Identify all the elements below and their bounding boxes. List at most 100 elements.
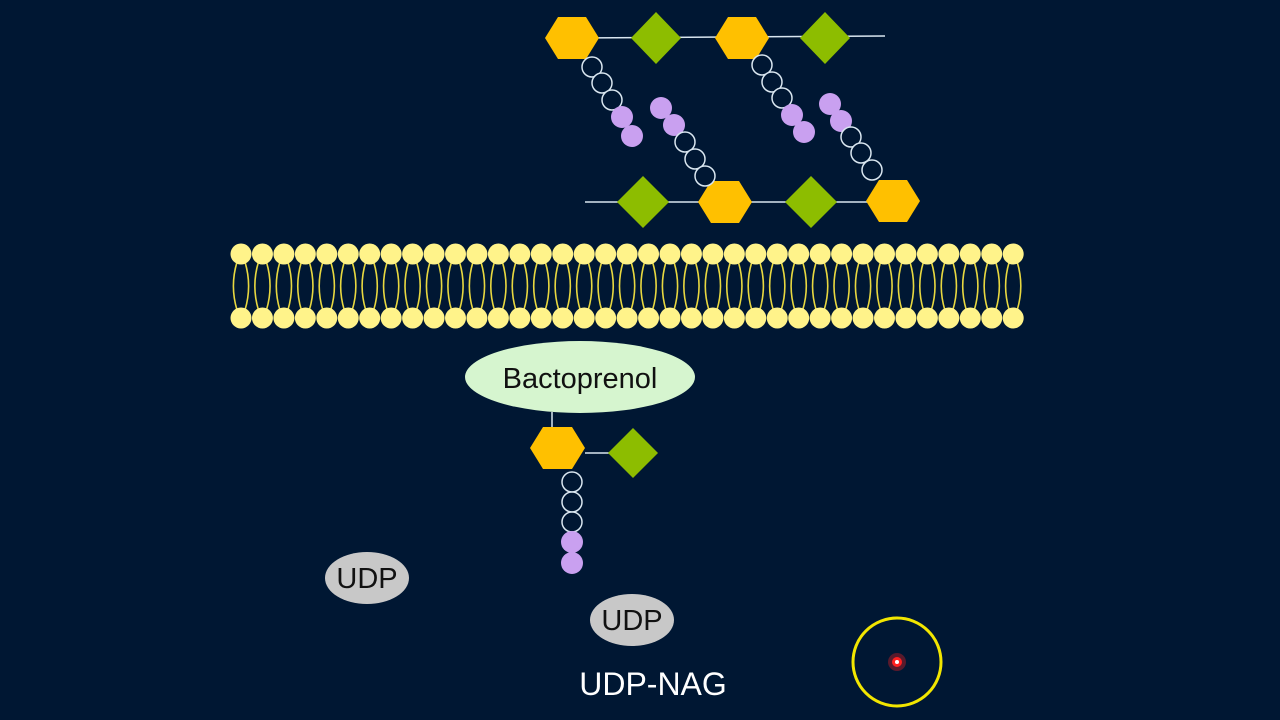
lipid-head <box>638 307 660 329</box>
lipid-tail <box>737 261 743 311</box>
lipid-tail <box>415 261 421 311</box>
lipid-tail <box>404 261 410 311</box>
udp-center-label: UDP <box>601 605 662 637</box>
bottom-glycan-strand <box>585 176 920 228</box>
lipid-tail <box>919 261 925 311</box>
lipid-head <box>702 307 724 329</box>
lipid-head <box>359 307 381 329</box>
lipid-tail <box>544 261 550 311</box>
nag-diamond <box>617 176 669 228</box>
bactoprenol-carrier: Bactoprenol <box>465 341 695 428</box>
top-glycan-strand <box>545 12 886 64</box>
lipid-tail <box>425 261 431 311</box>
nag-diamond <box>785 176 837 228</box>
lipid-tail <box>458 261 464 311</box>
bactoprenol-label: Bactoprenol <box>503 363 658 395</box>
lipid-tail <box>683 261 689 311</box>
lipid-tail <box>618 261 624 311</box>
lipid-head <box>766 243 788 265</box>
lipid-tail <box>704 261 710 311</box>
lipid-head <box>423 307 445 329</box>
peptide-chain <box>650 97 716 187</box>
lipid-tail <box>394 261 400 311</box>
bactoprenol-bound-monomer <box>530 427 658 574</box>
lipid-tail <box>447 261 453 311</box>
lipid-tail <box>554 261 560 311</box>
lipid-head <box>981 243 1003 265</box>
lipid-head <box>831 243 853 265</box>
lipid-tail <box>608 261 615 311</box>
nag-diamond <box>608 428 658 478</box>
lipid-tail <box>630 261 636 311</box>
lipid-head <box>916 307 938 329</box>
lipid-head <box>423 243 445 265</box>
peptide-chain <box>819 93 883 181</box>
lipid-tail <box>811 261 817 311</box>
lipid-tail <box>490 261 496 311</box>
lipid-head <box>530 243 552 265</box>
lipid-tail <box>780 261 786 311</box>
lipid-head <box>402 307 424 329</box>
lipid-head <box>1002 307 1024 329</box>
lipid-head <box>230 243 252 265</box>
lipid-head <box>294 243 316 265</box>
lipid-tail <box>716 261 722 311</box>
lipid-tail <box>501 261 507 311</box>
lipid-head <box>445 243 466 265</box>
lipid-head <box>595 243 617 265</box>
lipid-head <box>938 307 960 329</box>
bactoprenol-ellipse <box>465 341 695 413</box>
lipid-tail <box>587 261 593 311</box>
peptide-chain <box>751 54 815 143</box>
lipid-head <box>659 307 681 329</box>
lipid-head <box>766 307 788 329</box>
lipid-tail <box>952 261 958 311</box>
lipid-tail <box>833 261 839 311</box>
lipid-head <box>230 307 252 329</box>
lipid-tail <box>973 261 979 311</box>
lipid-head <box>316 243 338 265</box>
lipid-head <box>380 243 402 265</box>
lipid-tail <box>468 261 474 311</box>
lipid-tail <box>308 261 314 311</box>
lipid-tail <box>866 261 872 311</box>
lipid-tail <box>532 261 539 311</box>
lipid-head <box>552 243 574 265</box>
lipid-head <box>895 243 917 265</box>
udp-center: UDP <box>590 594 674 646</box>
nam-hexagon <box>530 427 585 469</box>
nag-diamond <box>800 12 850 64</box>
lipid-head <box>530 307 552 329</box>
lipid-tail <box>909 261 915 311</box>
lipid-tail <box>994 261 1001 311</box>
lipid-head <box>466 307 488 329</box>
lipid-tail <box>318 261 324 311</box>
lipid-head <box>402 243 424 265</box>
lipid-head <box>916 243 938 265</box>
lipid-tail <box>1016 261 1022 311</box>
lipid-tail <box>983 261 989 311</box>
lipid-head <box>251 243 273 265</box>
lipid-head <box>359 243 381 265</box>
peptide-chain <box>581 56 643 147</box>
peptide-crosslinks <box>581 54 883 187</box>
udp-left-label: UDP <box>336 563 397 595</box>
lipid-head <box>380 307 402 329</box>
lipid-head <box>316 307 338 329</box>
nam-hexagon <box>866 180 920 222</box>
lipid-tail <box>597 261 603 311</box>
lipid-head <box>874 307 895 329</box>
lipid-head <box>745 243 767 265</box>
lipid-tail <box>747 261 753 311</box>
udp-left: UDP <box>325 552 409 604</box>
lipid-head <box>337 243 359 265</box>
lipid-tail <box>575 261 581 311</box>
lipid-head <box>895 307 917 329</box>
lipid-tail <box>265 261 271 311</box>
lipid-tail <box>790 261 796 311</box>
lipid-head <box>487 307 509 329</box>
lipid-tail <box>287 261 293 311</box>
lipid-head <box>573 243 595 265</box>
lipid-tail <box>694 261 700 311</box>
nam-hexagon <box>715 17 769 59</box>
